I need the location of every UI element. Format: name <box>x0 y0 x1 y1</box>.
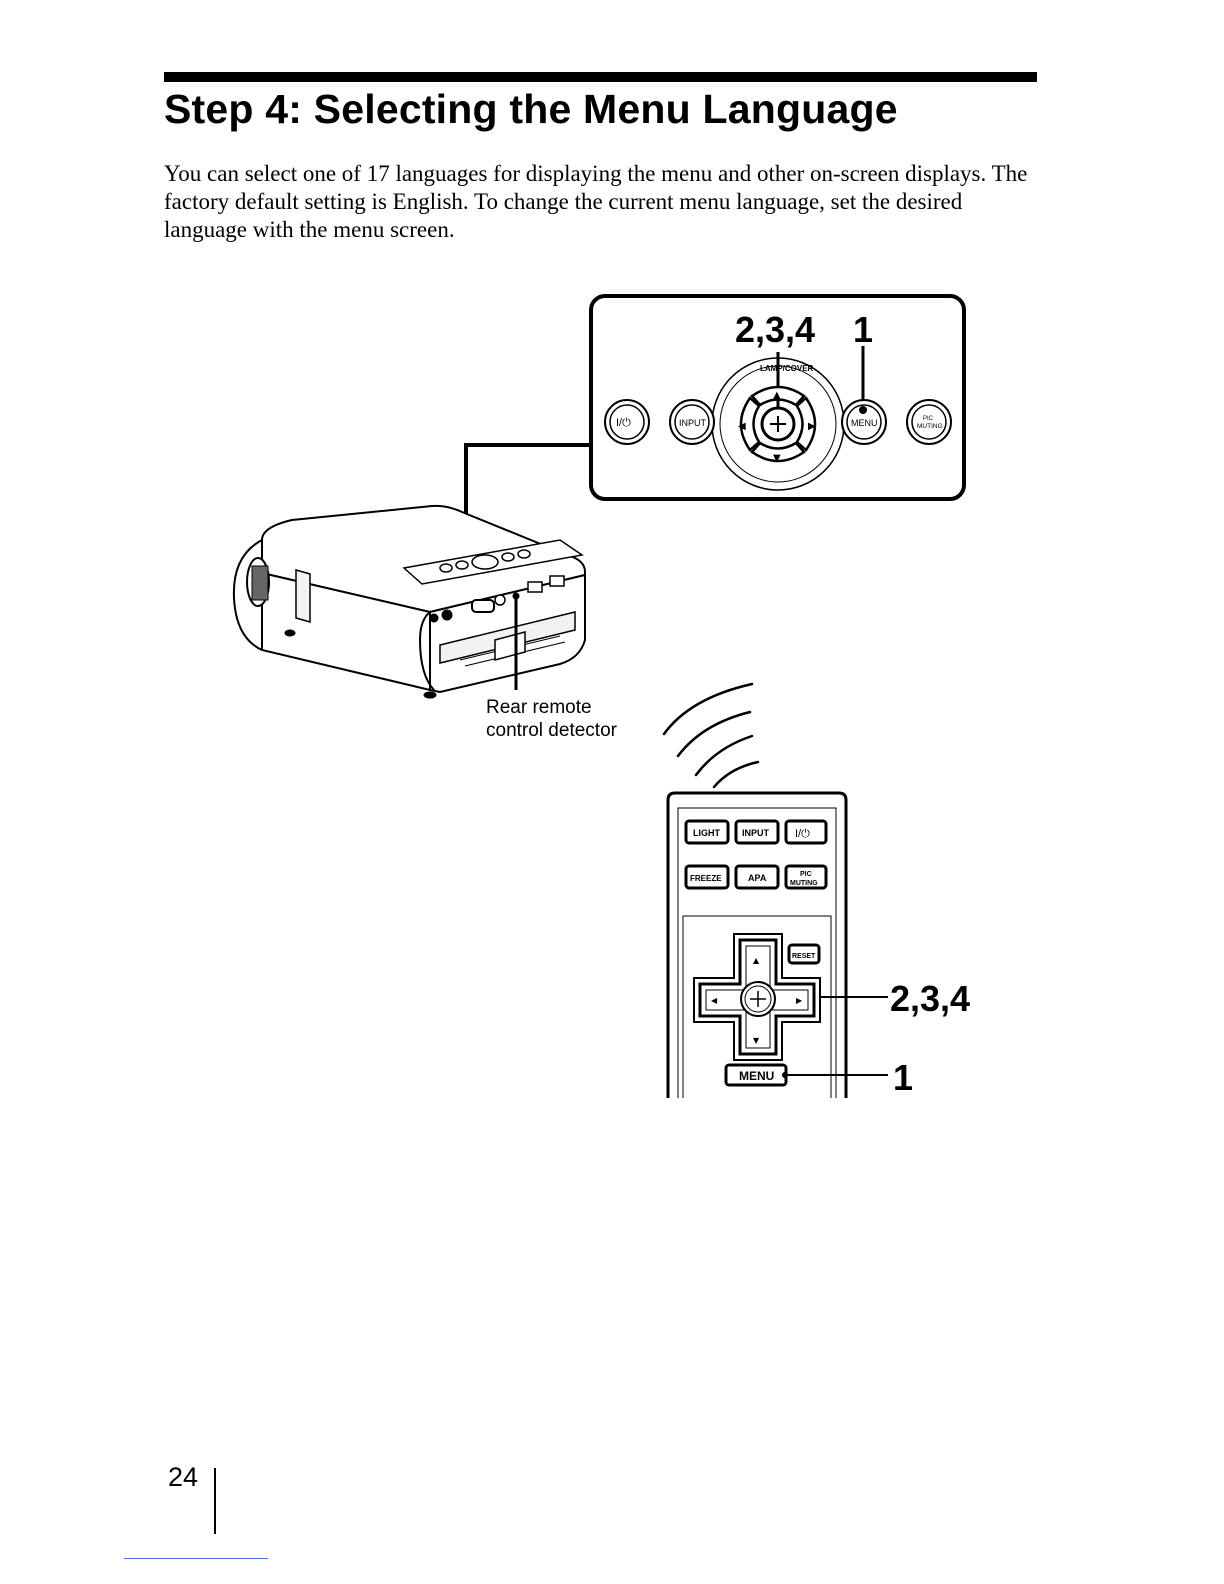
panel-menu-label: MENU <box>851 418 878 428</box>
remote-pic-label: PIC <box>800 871 812 878</box>
enter-icon <box>770 416 786 432</box>
projector-control-panel: 2,3,4 1 LAMP/COVER ▲ ▼ ◀ ▶ I/⏻ <box>464 294 966 548</box>
signal-waves-icon <box>662 682 760 789</box>
remote-freeze-label: FREEZE <box>690 874 722 883</box>
page-number: 24 <box>168 1462 199 1492</box>
remote-input-button[interactable]: INPUT <box>734 819 780 845</box>
panel-down-button[interactable] <box>750 441 806 463</box>
remote-reset-button[interactable]: RESET <box>787 943 821 965</box>
arrow-up-icon: ▲ <box>773 390 781 401</box>
remote-callout-menu: 1 <box>893 1057 913 1098</box>
remote-menu-button[interactable]: MENU <box>724 1063 788 1087</box>
remote-input-label: INPUT <box>742 828 770 838</box>
remote-enter-button[interactable] <box>740 981 776 1017</box>
panel-pic-muting-button[interactable]: PIC MUTING <box>906 399 952 445</box>
remote-apa-label: APA <box>748 873 767 883</box>
arrow-down-icon: ▼ <box>773 453 781 464</box>
panel-input-button[interactable]: INPUT <box>669 399 715 445</box>
panel-left-button[interactable] <box>739 396 761 452</box>
panel-callout-menu: 1 <box>853 309 873 350</box>
lamp-cover-label: LAMP/COVER <box>760 364 814 373</box>
remote-arrow-right-icon: ▶ <box>796 996 803 1005</box>
remote-arrow-left-icon: ◀ <box>711 996 718 1005</box>
remote-arrow-down-icon: ▼ <box>753 1036 760 1045</box>
panel-power-label: I/⏻ <box>616 417 631 429</box>
page-title: Step 4: Selecting the Menu Language <box>164 86 898 132</box>
remote-reset-label: RESET <box>792 953 816 960</box>
remote-callout-steps: 2,3,4 <box>890 978 970 1019</box>
panel-callout-steps: 2,3,4 <box>735 309 815 350</box>
arrow-left-icon: ◀ <box>738 421 746 432</box>
remote-muting-label: MUTING <box>790 880 818 887</box>
remote-power-label: I/⏻ <box>795 828 810 840</box>
remote-light-label: LIGHT <box>693 828 720 838</box>
remote-light-button[interactable]: LIGHT <box>684 819 730 845</box>
panel-right-button[interactable] <box>795 396 817 452</box>
remote-menu-label: MENU <box>739 1069 774 1083</box>
panel-muting-label: MUTING <box>917 423 943 430</box>
panel-pic-label: PIC <box>923 416 934 422</box>
intro-paragraph: You can select one of 17 languages for d… <box>164 161 1028 242</box>
panel-menu-button[interactable]: MENU <box>841 399 887 445</box>
detector-label-line2: control detector <box>486 720 618 741</box>
panel-up-button[interactable] <box>750 385 806 407</box>
remote-pic-muting-button[interactable]: PIC MUTING <box>784 864 828 890</box>
remote-enter-icon <box>750 991 766 1007</box>
remote-freeze-button[interactable]: FREEZE <box>684 864 730 890</box>
remote-apa-button[interactable]: APA <box>734 864 780 890</box>
remote-arrow-up-icon: ▲ <box>753 956 760 965</box>
remote-control: LIGHT INPUT I/⏻ FREEZE APA PIC MUTING <box>666 791 970 1098</box>
remote-power-button[interactable]: I/⏻ <box>784 819 828 845</box>
bottom-link-line <box>124 1558 268 1559</box>
panel-power-button[interactable]: I/⏻ <box>604 399 650 445</box>
page-number-rule <box>214 1468 216 1534</box>
arrow-right-icon: ▶ <box>808 421 816 432</box>
panel-input-label: INPUT <box>679 418 707 428</box>
projector-illustration <box>232 504 586 699</box>
detector-label-line1: Rear remote <box>486 697 592 718</box>
title-rule <box>164 72 1037 82</box>
